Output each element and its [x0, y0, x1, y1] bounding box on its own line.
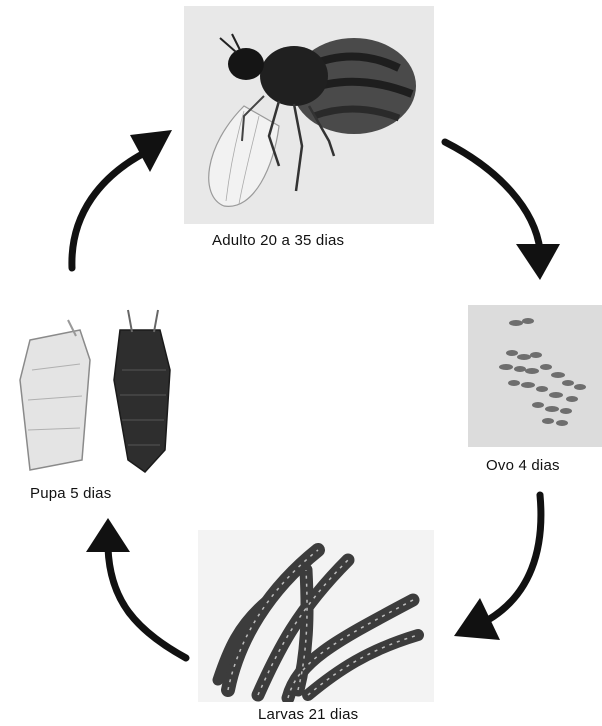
arrow-adult-to-egg-icon — [445, 142, 560, 280]
arrow-egg-to-larva-icon — [454, 495, 541, 640]
arrow-larva-to-pupa-icon — [86, 518, 186, 658]
arrow-pupa-to-adult-icon — [72, 130, 172, 268]
